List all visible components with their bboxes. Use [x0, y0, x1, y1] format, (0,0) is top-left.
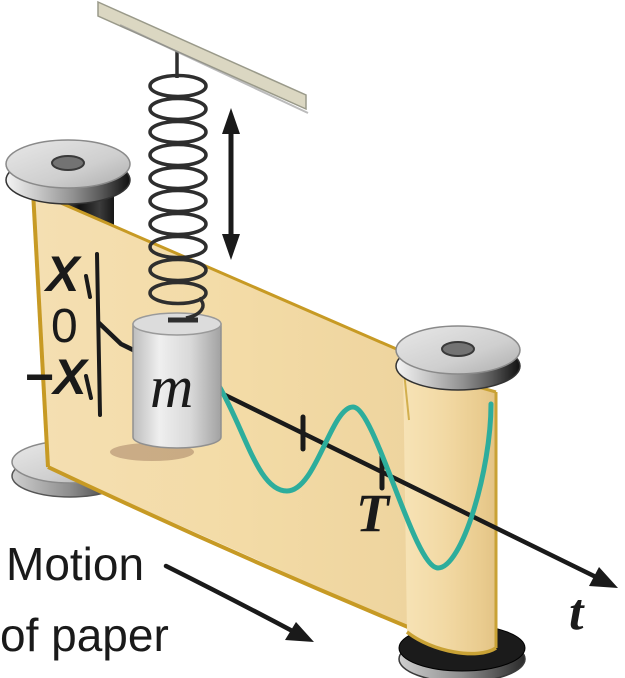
label-amplitude-bottom: −X: [24, 349, 89, 405]
displacement-scale: [84, 252, 102, 417]
mass-block: [110, 312, 222, 461]
ceiling-shadow-line: [119, 24, 309, 114]
paper-roll-edge-bottom: [405, 630, 497, 656]
paper-edge-left: [31, 190, 50, 468]
motion-arrow-shaft: [163, 563, 301, 637]
ceiling: [97, 0, 309, 114]
mass-top: [132, 312, 222, 336]
paper-face: [33, 191, 415, 630]
spool-top-right: [395, 325, 521, 391]
scale-tick-bottom: [84, 374, 93, 400]
paper-roll-right: [402, 360, 498, 656]
time-axis-arrowhead: [589, 567, 618, 588]
time-axis-line: [96, 320, 601, 581]
label-mass: m: [150, 354, 193, 420]
paper-edge-bottom: [47, 465, 416, 632]
oscillation-arrowhead-down: [222, 234, 240, 260]
label-time-axis: t: [569, 584, 585, 641]
scale-tick-top: [84, 274, 92, 299]
spool-top-left: [5, 139, 131, 205]
spool-top-right-hole: [441, 341, 475, 357]
oscillation-arrow: [222, 108, 240, 260]
oscillation-arrowhead-up: [222, 108, 240, 134]
scale-line: [95, 252, 102, 417]
label-amplitude-top: X: [43, 246, 82, 302]
wave-trace: [216, 383, 494, 571]
paper-roll-face: [403, 362, 496, 654]
label-period: T: [356, 483, 391, 543]
caption-line2: of paper: [0, 609, 169, 661]
label-equilibrium: 0: [51, 300, 78, 353]
paper-edge-top: [32, 189, 409, 356]
paper-sheet: [31, 189, 416, 632]
motion-arrowhead: [285, 622, 314, 642]
motion-arrow: [163, 563, 314, 642]
spring: [148, 48, 208, 323]
spring-bottom-hook: [185, 296, 205, 320]
spool-top-left-hole: [51, 155, 85, 171]
ceiling-slab: [97, 0, 307, 111]
time-axis: [96, 320, 618, 588]
caption-line1: Motion: [6, 538, 144, 590]
mass-body: [132, 323, 222, 449]
